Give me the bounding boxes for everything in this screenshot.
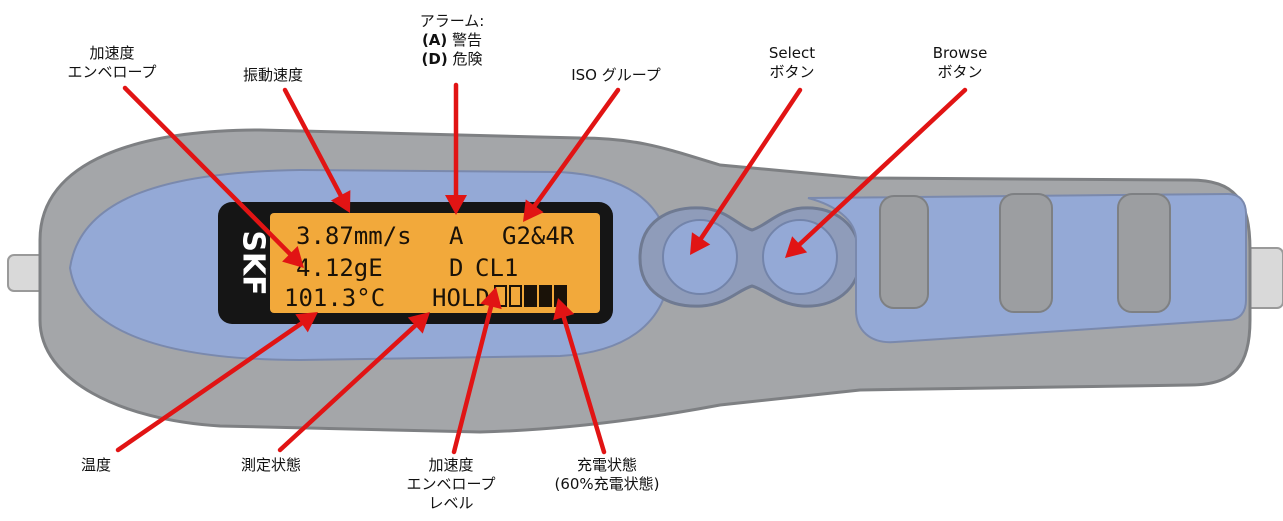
pointer-arrows [115,82,968,455]
arrow-iso-group-head [523,199,544,222]
label-iso-group: ISO グループ [571,66,661,85]
label-alarm: アラーム: (A) 警告 (D) 危険 [420,12,485,69]
arrow-iso-group-shaft [532,87,621,209]
arrow-measurement-status [277,312,430,453]
label-charge-line2: (60%充電状態) [554,475,660,493]
skf-logo: SKF [236,230,271,295]
arrow-accel-envelope-level-head [480,287,502,310]
label-vibration-velocity: 振動速度 [243,66,303,85]
arrow-charge-status [553,298,607,455]
arrow-select-button-shaft [698,87,803,241]
label-alarm-title: アラーム: [419,12,485,30]
lcd-velocity-value: 3.87mm/s [296,222,412,250]
lcd-envelope-level: CL1 [475,254,518,282]
arrow-accel-envelope-level [451,287,502,455]
label-ael-line1: 加速度 [428,456,474,474]
arrow-alarm [445,82,467,215]
label-accel-envelope-line2: エンベロープ [67,63,157,81]
arrow-iso-group [523,87,621,222]
arrow-browse-button-shaft [797,87,968,247]
arrow-vibration-velocity-shaft [282,87,343,198]
label-ael-line2: エンベロープ [406,475,496,493]
lcd-alarm-d: D [449,254,463,282]
battery-segment [524,285,537,307]
grip-slot-3 [1117,193,1171,313]
label-temperature-text: 温度 [80,456,112,474]
battery-indicator [494,285,567,307]
label-alarm-a: (A) 警告 [420,31,485,50]
battery-segment [509,285,522,307]
label-accel-envelope-level: 加速度 エンベロープ レベル [406,456,495,513]
arrow-select-button [690,87,803,255]
lcd-alarm-a: A [449,222,464,250]
lcd-temperature: 101.3°C [284,284,385,312]
battery-segment [539,285,552,307]
alarm-a-text: 警告 [447,31,483,49]
arrow-temperature-shaft [115,321,304,453]
label-charge-status: 充電状態 (60%充電状態) [554,456,659,494]
label-measurement-status-text: 測定状態 [240,456,302,474]
lcd-iso-group: G2&4R [502,222,575,250]
label-select-button: Select ボタン [769,44,815,82]
label-temperature: 温度 [81,456,111,475]
arrow-browse-button-head [785,236,808,258]
arrow-alarm-head [445,195,467,215]
alarm-d-code: (D) [421,50,448,68]
lcd-envelope-value: 4.12gE [296,254,383,282]
label-charge-line1: 充電状態 [576,456,638,474]
arrow-accel-envelope-shaft [122,85,293,257]
alarm-d-text: 危険 [447,50,483,68]
browse-button[interactable] [762,219,838,295]
arrow-accel-envelope [122,85,304,268]
label-browse-line1: Browse [932,44,988,62]
arrow-temperature [115,312,318,453]
arrow-temperature-head [295,312,318,333]
select-button[interactable] [662,219,738,295]
label-iso-group-text: ISO グループ [571,66,661,84]
arrow-charge-status-shaft [561,314,607,455]
arrow-vibration-velocity-head [330,190,351,213]
label-accel-envelope-line1: 加速度 [89,44,135,62]
label-browse-line2: ボタン [937,63,983,81]
lcd-screen [270,213,600,313]
arrow-browse-button [785,87,968,258]
arrow-accel-envelope-head [282,246,304,268]
label-select-line2: ボタン [769,63,815,81]
arrow-measurement-status-shaft [277,323,418,453]
arrow-accel-envelope-level-shaft [451,304,494,455]
arrow-charge-status-head [553,298,575,321]
arrow-vibration-velocity [282,87,351,213]
label-alarm-d: (D) 危険 [420,50,485,69]
lcd-hold-status: HOLD [432,284,490,312]
label-measurement-status: 測定状態 [241,456,301,475]
label-select-line1: Select [768,44,816,62]
label-ael-line3: レベル [428,494,474,512]
alarm-a-code: (A) [421,31,448,49]
grip-slot-1 [879,195,929,309]
arrow-select-button-head [690,232,711,255]
grip-slot-2 [999,193,1053,313]
label-browse-button: Browse ボタン [933,44,988,82]
label-vibration-velocity-text: 振動速度 [242,66,304,84]
arrow-measurement-status-head [407,312,430,334]
label-accel-envelope: 加速度 エンベロープ [67,44,156,82]
